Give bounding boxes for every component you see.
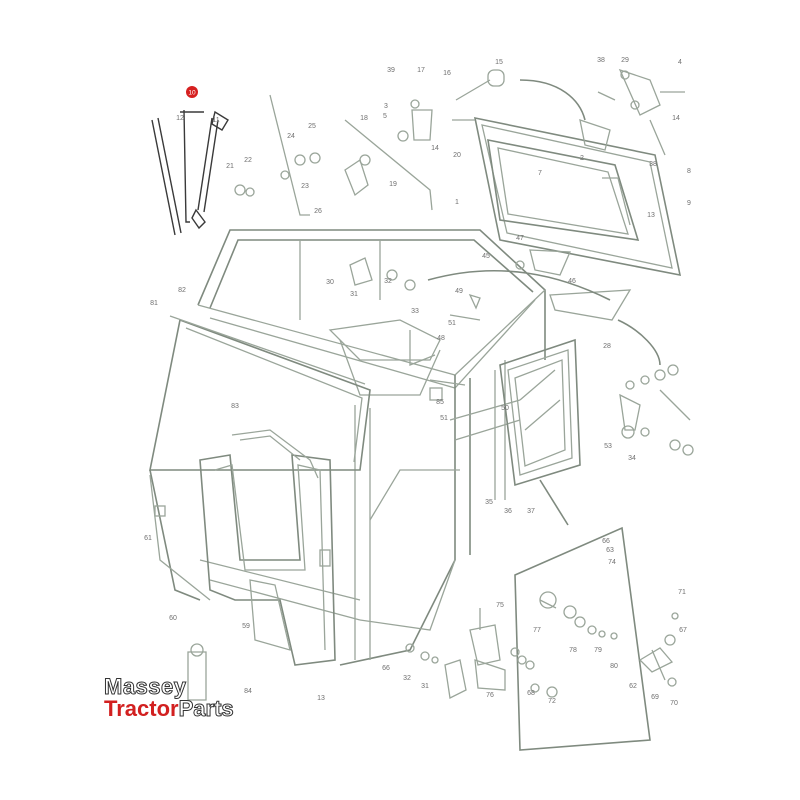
- callout-70-label[interactable]: 70: [670, 700, 678, 707]
- callout-38-label[interactable]: 38: [649, 161, 657, 168]
- callout-29-label[interactable]: 29: [621, 57, 629, 64]
- callout-61-label[interactable]: 61: [144, 535, 152, 542]
- callout-51-label[interactable]: 51: [440, 415, 448, 422]
- callout-50-label[interactable]: 50: [501, 405, 509, 412]
- callout-31-label[interactable]: 31: [350, 291, 358, 298]
- door-panel: [199, 429, 336, 666]
- callout-22-label[interactable]: 22: [244, 157, 252, 164]
- callout-18-label[interactable]: 18: [360, 115, 368, 122]
- callout-12-label[interactable]: 12: [176, 115, 184, 122]
- callout-45-label[interactable]: 45: [482, 253, 490, 260]
- callout-80-label[interactable]: 80: [610, 663, 618, 670]
- callout-48-label[interactable]: 48: [437, 335, 445, 342]
- right-side-parts: [154, 293, 694, 567]
- callout-36-label[interactable]: 36: [504, 508, 512, 515]
- callout-13-label[interactable]: 13: [317, 695, 325, 702]
- callout-71-label[interactable]: 71: [678, 589, 686, 596]
- callout-31-label[interactable]: 31: [421, 683, 429, 690]
- callout-11-label[interactable]: 11: [212, 117, 219, 124]
- callout-32-label[interactable]: 32: [384, 278, 392, 285]
- callout-62-label[interactable]: 62: [629, 683, 637, 690]
- callout-4-label[interactable]: 4: [678, 59, 682, 66]
- callout-46-label[interactable]: 46: [568, 278, 576, 285]
- switch-panel: [514, 526, 679, 751]
- callout-9-label[interactable]: 9: [687, 200, 691, 207]
- callout-24-label[interactable]: 24: [287, 133, 295, 140]
- callout-66-label[interactable]: 66: [382, 665, 390, 672]
- callout-75-label[interactable]: 75: [496, 602, 504, 609]
- callout-81-label[interactable]: 81: [150, 300, 158, 307]
- callout-10-highlight[interactable]: 10: [186, 86, 198, 98]
- callout-38-label[interactable]: 38: [597, 57, 605, 64]
- latch-parts: [187, 608, 527, 701]
- callout-51-label[interactable]: 51: [448, 320, 456, 327]
- callout-25-label[interactable]: 25: [308, 123, 316, 130]
- connector-arrows: [427, 79, 661, 526]
- callout-3-label[interactable]: 3: [384, 103, 388, 110]
- callout-26-label[interactable]: 26: [314, 208, 322, 215]
- callout-39-label[interactable]: 39: [387, 67, 395, 74]
- rear-window: [499, 338, 581, 487]
- leader-lines: [269, 91, 691, 421]
- callout-74-label[interactable]: 74: [608, 559, 616, 566]
- callout-82-label[interactable]: 82: [178, 287, 186, 294]
- callout-13-label[interactable]: 13: [647, 212, 655, 219]
- callout-30-label[interactable]: 30: [326, 279, 334, 286]
- callout-76-label[interactable]: 76: [486, 692, 494, 699]
- logo-line-massey: Massey: [104, 674, 187, 699]
- callout-53-label[interactable]: 53: [604, 443, 612, 450]
- callout-33-label[interactable]: 33: [411, 308, 419, 315]
- callout-69-label[interactable]: 69: [651, 694, 659, 701]
- callout-15-label[interactable]: 15: [495, 59, 503, 66]
- callout-32-label[interactable]: 32: [403, 675, 411, 682]
- callout-19-label[interactable]: 19: [389, 181, 397, 188]
- callout-1-label[interactable]: 1: [455, 199, 459, 206]
- callout-5-label[interactable]: 5: [383, 113, 387, 120]
- callout-20-label[interactable]: 20: [453, 152, 461, 159]
- callout-21-label[interactable]: 21: [226, 163, 234, 170]
- callout-16-label[interactable]: 16: [443, 70, 451, 77]
- callout-59-label[interactable]: 59: [242, 623, 250, 630]
- callout-28-label[interactable]: 28: [603, 343, 611, 350]
- side-glass-panels: [149, 315, 371, 601]
- massey-tractor-parts-logo: Massey TractorParts: [104, 674, 235, 721]
- callout-47-label[interactable]: 47: [516, 235, 524, 242]
- gas-strut-detail: [151, 109, 229, 236]
- callout-68-label[interactable]: 68: [527, 690, 535, 697]
- roof-hatch: [473, 116, 682, 277]
- callout-60-label[interactable]: 60: [169, 615, 177, 622]
- callout-72-label[interactable]: 72: [548, 698, 556, 705]
- callout-14-label[interactable]: 14: [431, 145, 439, 152]
- callout-79-label[interactable]: 79: [594, 647, 602, 654]
- callout-2-label[interactable]: 2: [580, 155, 584, 162]
- logo-parts: Parts: [178, 696, 234, 721]
- callout-85-label[interactable]: 85: [436, 399, 444, 406]
- callout-66-label[interactable]: 66: [602, 538, 610, 545]
- hinge-assemblies: [234, 68, 685, 321]
- callout-23-label[interactable]: 23: [301, 183, 309, 190]
- callout-17-label[interactable]: 17: [417, 67, 425, 74]
- callout-77-label[interactable]: 77: [533, 627, 541, 634]
- callout-67-label[interactable]: 67: [679, 627, 687, 634]
- callout-7-label[interactable]: 7: [538, 170, 542, 177]
- callout-34-label[interactable]: 34: [628, 455, 636, 462]
- callout-84-label[interactable]: 84: [244, 688, 252, 695]
- logo-tractor: Tractor: [104, 696, 179, 721]
- callout-49-label[interactable]: 49: [455, 288, 463, 295]
- callout-10-label: 10: [188, 90, 196, 97]
- callout-14-label[interactable]: 14: [672, 115, 680, 122]
- callout-37-label[interactable]: 37: [527, 508, 535, 515]
- callout-78-label[interactable]: 78: [569, 647, 577, 654]
- callout-35-label[interactable]: 35: [485, 499, 493, 506]
- callout-8-label[interactable]: 8: [687, 168, 691, 175]
- logo-line-tractor-parts: TractorParts: [104, 696, 234, 721]
- callout-83-label[interactable]: 83: [231, 403, 239, 410]
- callout-63-label[interactable]: 63: [606, 547, 614, 554]
